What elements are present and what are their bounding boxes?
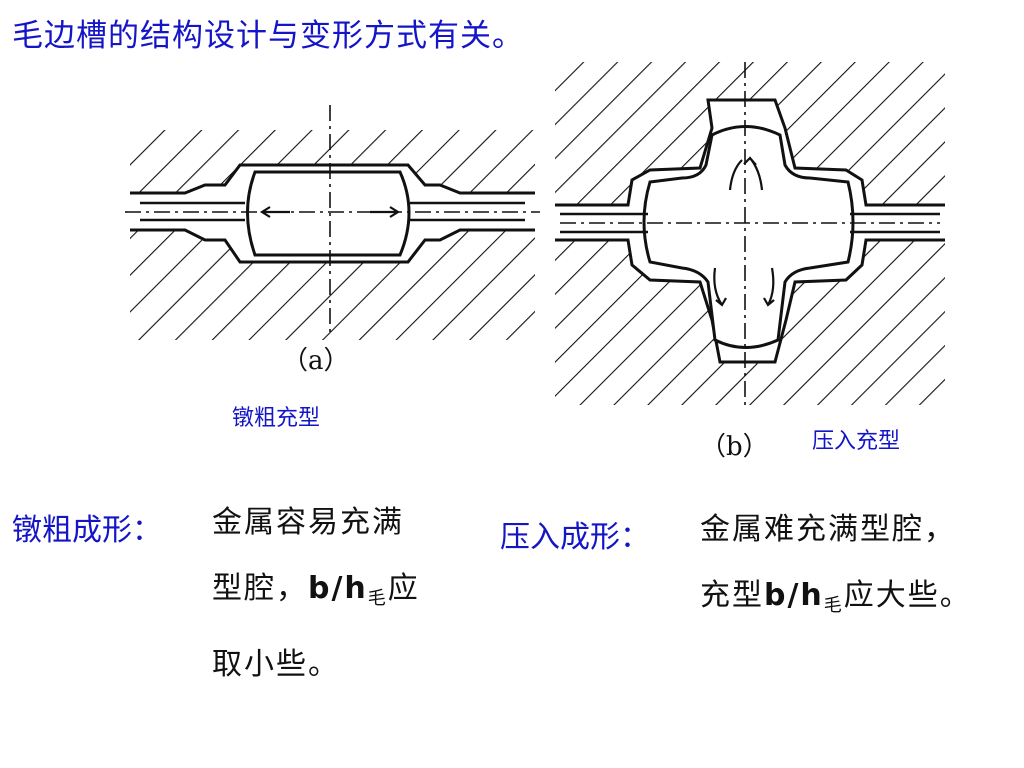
left-line-1: 金属容易充满 (212, 505, 404, 540)
flash-right-a (410, 201, 525, 222)
left-subscript: 毛 (367, 588, 388, 609)
right-line-1: 金属难充满型腔， (700, 512, 956, 547)
workpiece-a (246, 170, 411, 257)
cavity-outline-b (555, 98, 945, 364)
right-line-2: 充型b/h毛应大些。 (700, 563, 972, 639)
flow-arrow-up-b (743, 156, 764, 191)
flash-left-b (560, 212, 648, 234)
left-line-3: 取小些。 (212, 647, 340, 682)
slide-title: 毛边槽的结构设计与变形方式有关。 (12, 18, 524, 54)
right-heading: 压入成形： (500, 520, 650, 555)
right-line-2-post: 应大些。 (843, 578, 972, 613)
note-a: 镦粗充型 (232, 406, 321, 431)
left-line-2-pre: 型腔， (212, 571, 308, 606)
right-subscript: 毛 (823, 595, 844, 616)
left-body: 金属容易充满 型腔，b/h毛应 取小些。 (212, 490, 420, 698)
right-body: 金属难充满型腔， 充型b/h毛应大些。 (700, 497, 972, 639)
flash-left-a (140, 201, 245, 222)
left-line-2-post: 应 (387, 571, 420, 606)
right-line-2-pre: 充型 (700, 578, 764, 613)
workpiece-b (642, 125, 855, 349)
flow-arrow-down-b (713, 267, 727, 307)
left-line-2: 型腔，b/h毛应 (212, 556, 420, 632)
left-heading: 镦粗成形： (12, 513, 162, 548)
note-b: 压入充型 (812, 429, 901, 454)
flow-arrow-right-a (370, 206, 401, 218)
right-ratio: b/h (764, 578, 824, 613)
flow-arrow-downright-b (763, 267, 775, 307)
left-ratio: b/h (308, 571, 368, 606)
flash-right-b (850, 212, 940, 234)
flow-arrow-upright-b (728, 159, 743, 191)
cavity-outline-a (130, 163, 535, 264)
caption-b: （b） (700, 432, 769, 462)
caption-a: （a） (282, 346, 350, 376)
flow-arrow-left-a (259, 206, 290, 218)
